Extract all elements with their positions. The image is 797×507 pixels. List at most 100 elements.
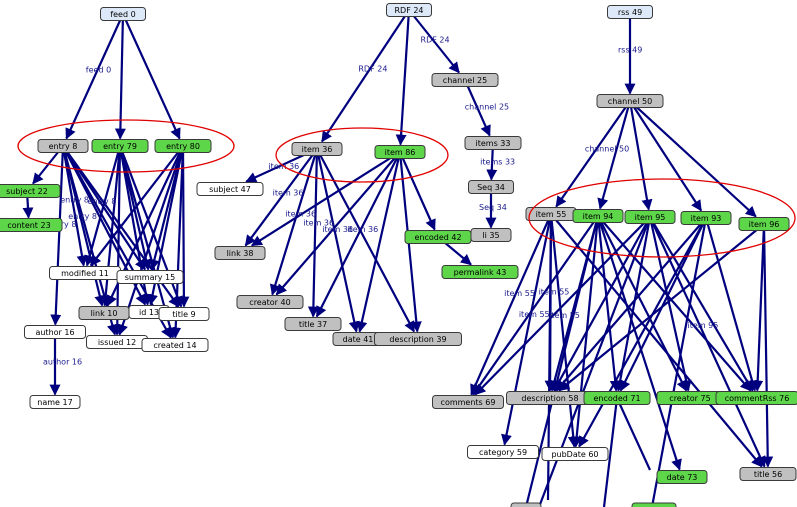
node-label: description 39 xyxy=(389,335,446,344)
node-label: feed 0 xyxy=(110,10,135,19)
highlight-ellipse-rss-items xyxy=(528,178,796,258)
node-link10[interactable]: link 10 xyxy=(78,306,130,320)
node-label: commentRss 76 xyxy=(725,394,790,403)
edge-rdf24-item86 xyxy=(395,9,411,146)
node-permalink43[interactable]: permalink 43 xyxy=(441,265,519,279)
node-channel25[interactable]: channel 25 xyxy=(431,73,499,87)
node-comments69[interactable]: comments 69 xyxy=(432,395,504,409)
node-creator75[interactable]: creator 75 xyxy=(656,391,724,405)
node-box xyxy=(291,142,343,156)
edge-entry79-issued12 xyxy=(111,145,123,336)
node-link38[interactable]: link 38 xyxy=(214,246,266,260)
edge-item86-date41 xyxy=(356,151,402,333)
node-item36[interactable]: item 36 xyxy=(291,142,343,156)
edge-item86-creator40 xyxy=(275,151,401,296)
node-box xyxy=(607,5,653,19)
node-rss49[interactable]: rss 49 xyxy=(607,5,653,19)
edge-label-rss49-channel50: rss 49 xyxy=(618,45,642,54)
node-content23[interactable]: content 23 xyxy=(0,218,63,232)
node-encoded71[interactable]: encoded 71 xyxy=(583,391,651,405)
node-created14[interactable]: created 14 xyxy=(141,338,209,352)
node-label: items 33 xyxy=(476,139,511,148)
node-item86[interactable]: item 86 xyxy=(374,145,426,159)
node-creator40[interactable]: creator 40 xyxy=(236,295,304,309)
edge-item36-creator40 xyxy=(269,148,319,296)
edge-offscreen-encoded71-3 xyxy=(602,397,619,507)
node-issued12[interactable]: issued 12 xyxy=(86,335,148,349)
node-label: author 16 xyxy=(35,328,74,337)
node-entry8[interactable]: entry 8 xyxy=(37,139,89,153)
edge-item93-commentRss76 xyxy=(704,217,758,392)
node-label: name 17 xyxy=(37,398,72,407)
node-subject22[interactable]: subject 22 xyxy=(0,184,61,198)
node-modified11[interactable]: modified 11 xyxy=(49,266,121,280)
edge-entry8-modified11 xyxy=(61,145,88,267)
node-box xyxy=(386,3,432,17)
node-box xyxy=(596,94,664,108)
highlight-ellipse-feed-entries xyxy=(17,119,235,173)
node-label: item 95 xyxy=(635,213,666,222)
node-subject47[interactable]: subject 47 xyxy=(196,182,264,196)
edge-item95-commentRss76 xyxy=(649,216,754,392)
node-label: summary 15 xyxy=(125,273,175,282)
edge-item55-category59 xyxy=(501,213,553,446)
node-items33[interactable]: items 33 xyxy=(464,136,522,150)
node-item55[interactable]: item 55 xyxy=(525,207,577,221)
node-label: item 55 xyxy=(536,210,567,219)
edge-item95-encoded71 xyxy=(614,216,652,392)
node-title37[interactable]: title 37 xyxy=(284,317,342,331)
node-box xyxy=(441,265,519,279)
edge-channel50-item94 xyxy=(597,100,632,210)
node-box xyxy=(583,391,651,405)
node-title56[interactable]: title 56 xyxy=(739,467,797,481)
edge-entry80-title9 xyxy=(178,145,190,308)
edge-item36-description39 xyxy=(316,148,415,333)
node-box xyxy=(284,317,342,331)
node-rdf24[interactable]: RDF 24 xyxy=(386,3,432,17)
node-feed0[interactable]: feed 0 xyxy=(100,7,146,21)
node-box xyxy=(624,210,676,224)
edge-item86-title37 xyxy=(315,151,401,318)
node-summary15[interactable]: summary 15 xyxy=(116,270,184,284)
clipped-node-1 xyxy=(631,502,677,507)
node-item93[interactable]: item 93 xyxy=(680,211,732,225)
node-label: entry 8 xyxy=(49,142,78,151)
node-author16[interactable]: author 16 xyxy=(24,325,86,339)
edge-item93-description58 xyxy=(555,217,707,392)
node-box xyxy=(236,295,304,309)
edge-item55-comments69 xyxy=(470,213,553,396)
node-description58[interactable]: description 58 xyxy=(506,391,594,405)
node-box xyxy=(141,338,209,352)
node-entry80[interactable]: entry 80 xyxy=(154,139,212,153)
node-name17[interactable]: name 17 xyxy=(29,395,81,409)
node-label: link 38 xyxy=(227,249,254,258)
node-description39[interactable]: description 39 xyxy=(374,332,462,346)
node-item96[interactable]: item 96 xyxy=(738,217,790,231)
edge-label-item36-description39: item 36 xyxy=(347,225,378,234)
node-entry79[interactable]: entry 79 xyxy=(91,139,149,153)
edge-entry79-modified11 xyxy=(84,145,122,267)
node-channel50[interactable]: channel 50 xyxy=(596,94,664,108)
node-title9[interactable]: title 9 xyxy=(158,307,210,321)
node-encoded42[interactable]: encoded 42 xyxy=(404,230,472,244)
node-seq34[interactable]: Seq 34 xyxy=(468,180,514,194)
edge-offscreen-item93-4 xyxy=(650,217,708,507)
edge-label-seq34-li35: Seq 34 xyxy=(479,203,507,212)
node-label: title 9 xyxy=(172,310,195,319)
node-item94[interactable]: item 94 xyxy=(572,209,624,223)
node-category59[interactable]: category 59 xyxy=(467,445,539,459)
node-li35[interactable]: li 35 xyxy=(470,228,512,242)
node-label: Seq 34 xyxy=(477,183,505,192)
highlight-layer xyxy=(17,119,796,258)
node-label: pubDate 60 xyxy=(551,450,598,459)
node-label: description 58 xyxy=(521,394,578,403)
node-item95[interactable]: item 95 xyxy=(624,210,676,224)
node-date73[interactable]: date 73 xyxy=(656,470,708,484)
node-pubDate60[interactable]: pubDate 60 xyxy=(541,447,609,461)
node-label: subject 47 xyxy=(209,185,251,194)
node-label: entry 80 xyxy=(166,142,200,151)
node-commentRss76[interactable]: commentRss 76 xyxy=(715,391,797,405)
node-box xyxy=(404,230,472,244)
